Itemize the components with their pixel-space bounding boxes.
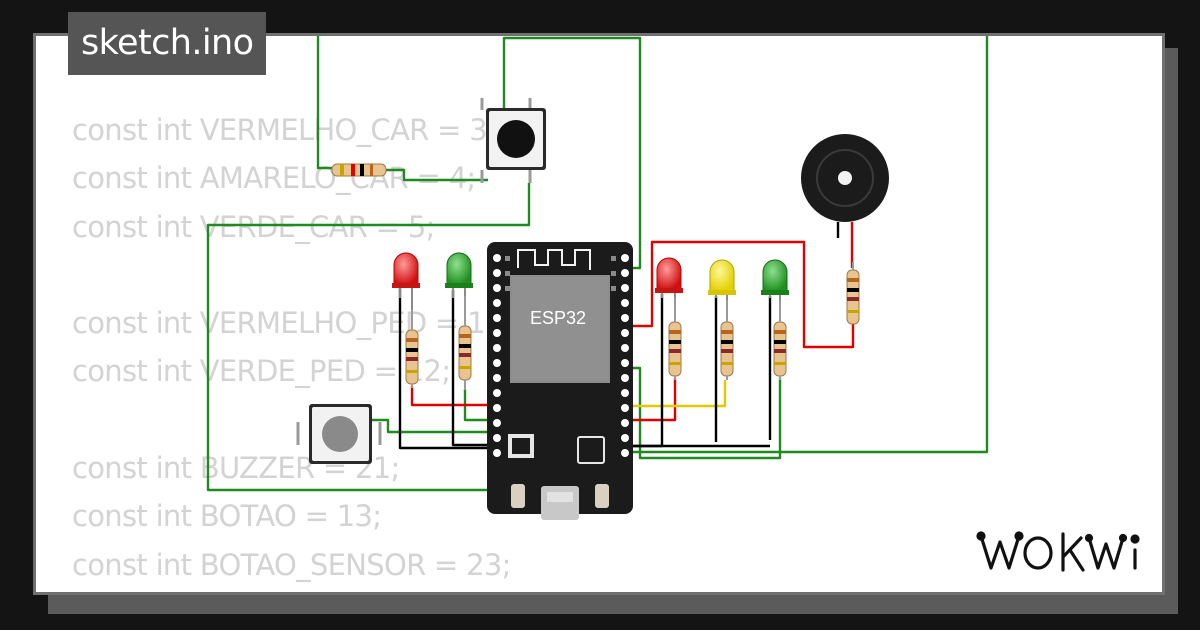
resistor-led3 — [668, 321, 682, 377]
wire-black-led2 — [451, 290, 493, 447]
resistor-led5 — [773, 321, 787, 377]
wire-green-right-top — [625, 36, 989, 454]
code-listing: const int VERMELHO_CAR = 3;const int AMA… — [72, 106, 512, 589]
led-red-right — [655, 257, 683, 298]
wire-green-left-top — [316, 36, 336, 170]
resistor-led1 — [405, 329, 419, 385]
wire-green-button-to-bottom — [206, 183, 531, 492]
code-line: const int BUZZER = 21; — [72, 451, 400, 486]
code-line: const int VERDE_CAR = 5; — [72, 209, 435, 244]
wokwi-logo-mark — [976, 531, 1140, 572]
code-line: const int BOTAO = 13; — [72, 499, 382, 534]
buzzer — [801, 134, 889, 222]
esp32-label: ESP32 — [530, 308, 586, 328]
resistor-led2 — [458, 325, 472, 381]
code-line: const int VERDE_PED = 12; — [72, 354, 451, 389]
wire-yellow-led4 — [625, 380, 727, 408]
sketch-title: sketch.ino — [68, 12, 267, 75]
led-green-left — [445, 252, 473, 298]
wire-black-led1 — [398, 288, 493, 450]
wire-green-top-loop — [502, 36, 642, 270]
resistor-buzzer — [846, 269, 860, 325]
led-green-right — [761, 259, 789, 300]
wire-green-led5 — [625, 366, 782, 460]
wokwi-logo — [975, 528, 1153, 583]
wire-green-resistor-right — [386, 168, 488, 182]
resistor-led4 — [720, 321, 734, 377]
code-line: const int VERMELHO_PED = 11; — [72, 306, 512, 341]
wire-red-top — [625, 240, 855, 349]
wire-green-button2 — [372, 418, 493, 434]
wire-green-led2 — [463, 389, 493, 422]
pushbutton-bottom[interactable] — [296, 404, 382, 464]
led-red-left — [392, 252, 420, 310]
pushbutton-top[interactable] — [480, 98, 546, 183]
wire-red-led3 — [625, 378, 677, 422]
code-line: const int BOTAO_SENSOR = 23; — [72, 547, 511, 582]
resistor-horizontal — [331, 163, 387, 177]
esp32-board: ESP32 — [487, 242, 633, 520]
led-yellow — [708, 259, 736, 300]
wire-red-led1 — [410, 386, 493, 407]
